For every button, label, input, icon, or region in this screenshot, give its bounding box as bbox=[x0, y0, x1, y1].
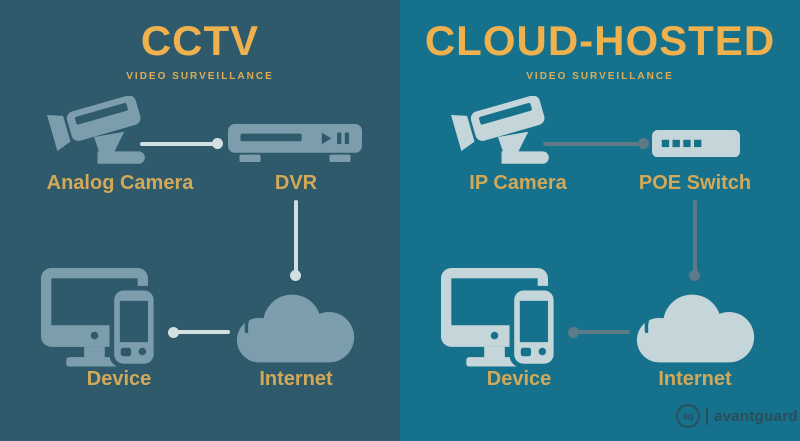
device-icon bbox=[441, 268, 563, 368]
panel-cctv: CCTV VIDEO SURVEILLANCE Analog Camera DV… bbox=[0, 0, 400, 441]
logo-divider bbox=[706, 407, 708, 425]
logo-monogram: ag bbox=[682, 411, 694, 421]
connector-device-to-internet bbox=[176, 330, 230, 334]
panel-cloud-hosted: CLOUD-HOSTED VIDEO SURVEILLANCE IP Camer… bbox=[400, 0, 800, 441]
avantguard-monogram-icon: ag bbox=[676, 404, 700, 428]
internet-label: Internet bbox=[658, 368, 732, 390]
connector-camera-to-switch bbox=[543, 142, 639, 146]
cctv-camera-icon bbox=[448, 96, 564, 167]
connector-camera-to-dvr bbox=[140, 142, 216, 146]
panel-title: CCTV bbox=[140, 17, 260, 64]
device-label: Device bbox=[86, 368, 152, 390]
connector-dot bbox=[212, 138, 223, 149]
recorder-label: DVR bbox=[274, 172, 318, 194]
device-icon bbox=[41, 268, 163, 368]
connector-dot bbox=[290, 270, 301, 281]
connector-device-to-internet bbox=[576, 330, 630, 334]
panel-title: CLOUD-HOSTED bbox=[424, 17, 776, 64]
internet-cloud-icon bbox=[233, 281, 359, 364]
poe-switch-icon bbox=[652, 130, 740, 158]
connector-dvr-to-internet bbox=[294, 200, 298, 272]
recorder-label: POE Switch bbox=[638, 172, 752, 194]
panel-subtitle: VIDEO SURVEILLANCE bbox=[526, 71, 674, 82]
logo-name: avantguard bbox=[714, 407, 798, 425]
camera-label: IP Camera bbox=[469, 172, 567, 194]
camera-label: Analog Camera bbox=[46, 172, 194, 194]
device-label: Device bbox=[486, 368, 552, 390]
dvr-icon bbox=[228, 124, 362, 163]
connector-switch-to-internet bbox=[693, 200, 697, 272]
connector-dot bbox=[689, 270, 700, 281]
connector-dot bbox=[638, 138, 649, 149]
avantguard-logo: ag avantguard bbox=[676, 404, 798, 428]
cctv-camera-icon bbox=[44, 96, 160, 167]
internet-cloud-icon bbox=[633, 281, 759, 364]
connector-dot bbox=[168, 327, 179, 338]
connector-dot bbox=[568, 327, 579, 338]
panel-subtitle: VIDEO SURVEILLANCE bbox=[126, 71, 274, 82]
internet-label: Internet bbox=[259, 368, 333, 390]
